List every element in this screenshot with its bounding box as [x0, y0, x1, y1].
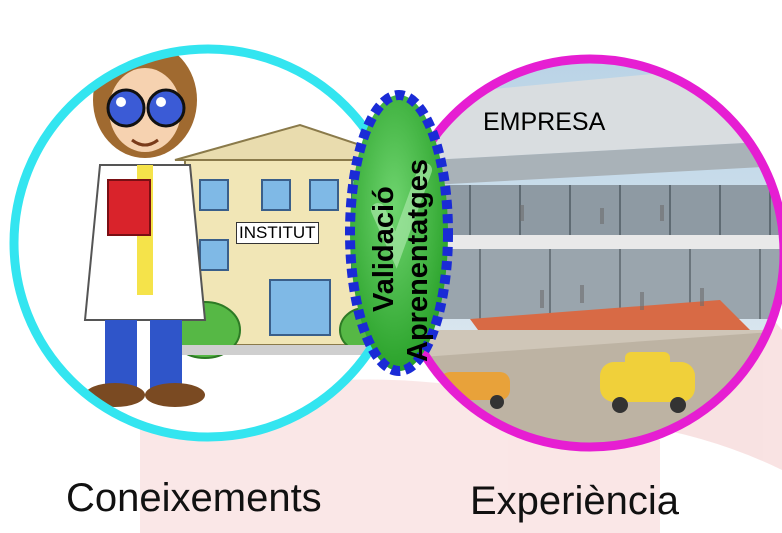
- experience-caption: Experiència: [470, 479, 680, 523]
- knowledge-caption: Coneixements: [66, 476, 322, 520]
- validation-badge: Validació Aprenentatges: [345, 90, 453, 376]
- validation-label-line2: Aprenentatges: [402, 159, 434, 362]
- checkmark-icon: [371, 163, 432, 269]
- car-right: [600, 352, 695, 413]
- empresa-label: EMPRESA: [483, 108, 606, 136]
- validation-label-line1: Validació: [368, 186, 400, 312]
- institut-sign: INSTITUT: [236, 222, 319, 244]
